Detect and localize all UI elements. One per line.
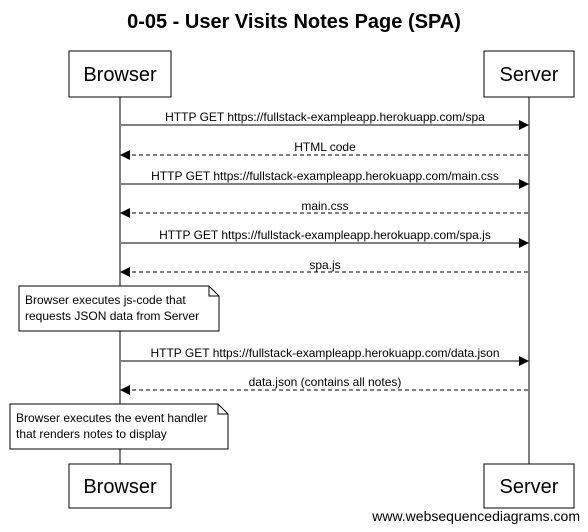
note-2-line-2: that renders notes to display bbox=[16, 427, 167, 441]
message-6-label: spa.js bbox=[309, 258, 340, 272]
message-5: HTTP GET https://fullstack-exampleapp.he… bbox=[121, 228, 529, 248]
message-4: main.css bbox=[120, 199, 528, 218]
message-1: HTTP GET https://fullstack-exampleapp.he… bbox=[121, 110, 529, 130]
note-2-line-1: Browser executes the event handler bbox=[16, 411, 207, 425]
note-1-line-1: Browser executes js-code that bbox=[25, 293, 186, 307]
participant-browser-top-label: Browser bbox=[83, 64, 157, 86]
message-3: HTTP GET https://fullstack-exampleapp.he… bbox=[121, 169, 529, 189]
participant-browser-top: Browser bbox=[68, 50, 172, 98]
message-6: spa.js bbox=[120, 258, 528, 277]
participant-browser-bottom-label: Browser bbox=[83, 476, 157, 498]
message-7: HTTP GET https://fullstack-exampleapp.he… bbox=[121, 346, 529, 366]
participant-server-bottom: Server bbox=[483, 463, 575, 509]
message-2-label: HTML code bbox=[294, 140, 356, 154]
note-2: Browser executes the event handler that … bbox=[9, 403, 229, 450]
footer-credit: www.websequencediagrams.com bbox=[371, 508, 580, 524]
message-5-label: HTTP GET https://fullstack-exampleapp.he… bbox=[159, 228, 491, 242]
message-7-label: HTTP GET https://fullstack-exampleapp.he… bbox=[150, 346, 499, 360]
message-2: HTML code bbox=[120, 140, 528, 160]
message-3-label: HTTP GET https://fullstack-exampleapp.he… bbox=[151, 169, 499, 183]
note-1: Browser executes js-code that requests J… bbox=[18, 285, 220, 332]
note-1-line-2: requests JSON data from Server bbox=[25, 309, 199, 323]
message-1-label: HTTP GET https://fullstack-exampleapp.he… bbox=[165, 110, 485, 124]
message-8-label: data.json (contains all notes) bbox=[249, 375, 402, 389]
message-4-label: main.css bbox=[301, 199, 348, 213]
participant-server-bottom-label: Server bbox=[500, 476, 559, 498]
diagram-title: 0-05 - User Visits Notes Page (SPA) bbox=[127, 11, 461, 33]
message-8: data.json (contains all notes) bbox=[120, 375, 528, 395]
participant-browser-bottom: Browser bbox=[68, 463, 172, 509]
participant-server-top: Server bbox=[483, 50, 575, 98]
participant-server-top-label: Server bbox=[500, 64, 559, 86]
